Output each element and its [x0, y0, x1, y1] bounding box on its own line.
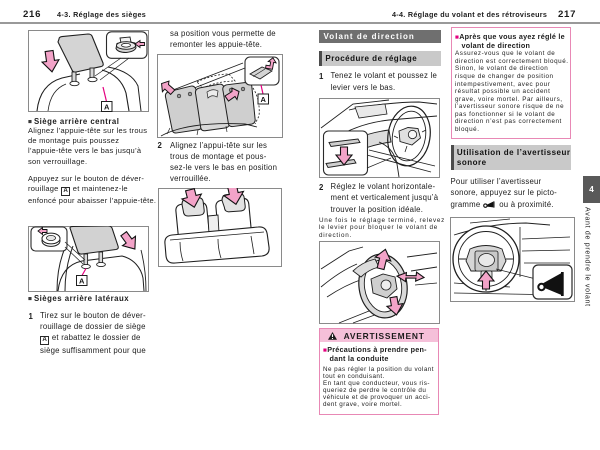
svg-text:A: A	[260, 95, 266, 104]
svg-text:A: A	[79, 277, 85, 286]
svg-text:A: A	[104, 103, 110, 112]
